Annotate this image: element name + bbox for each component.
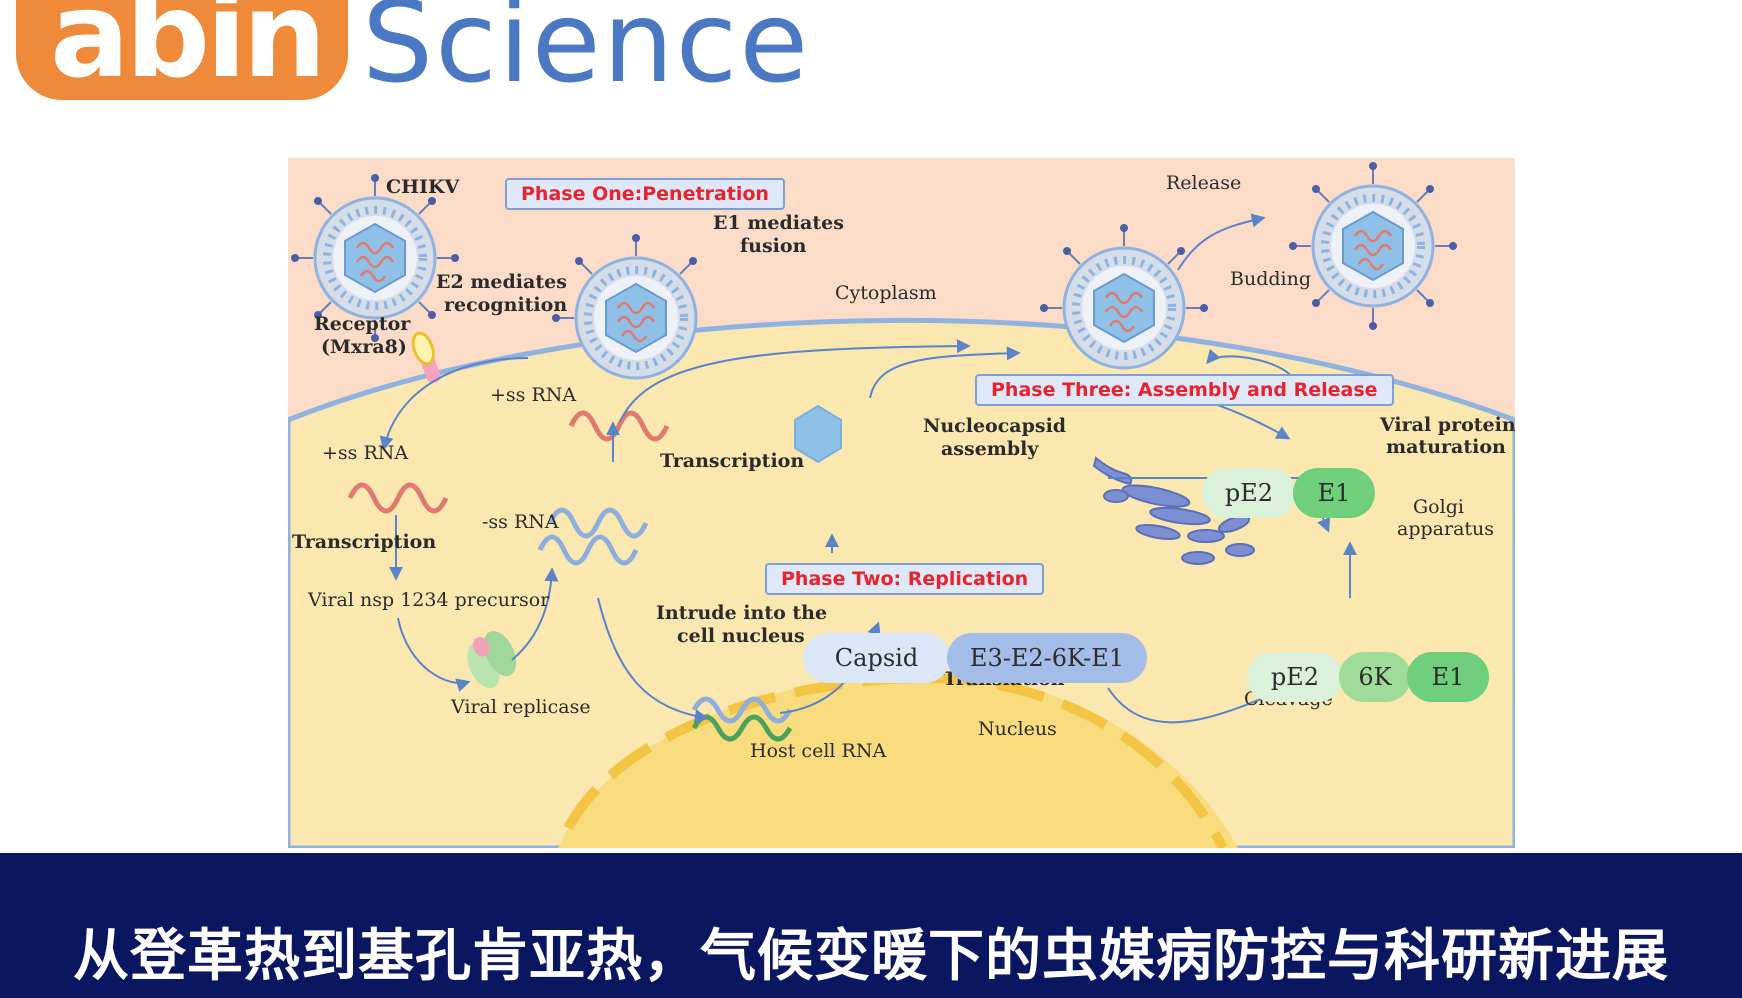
- banner-title: 从登革热到基孔肯亚热，气候变暖下的虫媒病防控与科研新进展: [73, 924, 1669, 989]
- protein-capsid-pill: Capsid: [803, 633, 950, 683]
- negative-rna-1: [547, 507, 649, 539]
- virion-budding: [1040, 224, 1208, 370]
- protein-e1-bottom-pill: E1: [1407, 652, 1489, 702]
- label-e2-line1: E2 mediates: [436, 271, 567, 293]
- title-banner: 从登革热到基孔肯亚热，气候变暖下的虫媒病防控与科研新进展: [0, 853, 1742, 998]
- label-e1-line2: fusion: [740, 235, 807, 257]
- label-intrude-line1: Intrude into the: [656, 602, 828, 624]
- logo-science-text: Science: [362, 0, 811, 108]
- nucleus-region: [558, 673, 1238, 848]
- label-host-rna: Host cell RNA: [750, 740, 887, 762]
- logo-orange-badge: abin: [16, 0, 348, 104]
- virion-released: [1289, 162, 1457, 330]
- label-chikv: CHIKV: [386, 176, 460, 198]
- positive-rna-left: [347, 482, 449, 514]
- nuclear-envelope: [563, 672, 1228, 848]
- abin-science-logo: abin Science: [0, 0, 808, 110]
- label-e1-line1: E1 mediates: [713, 212, 844, 234]
- label-ss-rna-left: +ss RNA: [322, 442, 409, 464]
- virion-chikv: [291, 174, 459, 342]
- negative-rna-2: [537, 534, 639, 566]
- phase-three-label: Phase Three: Assembly and Release: [975, 374, 1394, 406]
- label-transcription-left: Transcription: [292, 531, 437, 553]
- label-ss-rna-top: +ss RNA: [490, 384, 577, 406]
- receptor-mxra8-icon: [411, 331, 441, 384]
- label-nucleus: Nucleus: [978, 718, 1057, 740]
- label-cytoplasm: Cytoplasm: [835, 282, 937, 304]
- label-maturation-line2: maturation: [1386, 436, 1506, 458]
- protein-pe2-top-pill: pE2: [1202, 468, 1296, 518]
- protein-6k-bottom-pill: 6K: [1339, 652, 1411, 702]
- label-viral-replicase: Viral replicase: [451, 696, 591, 718]
- phase-two-label: Phase Two: Replication: [765, 563, 1045, 595]
- label-mxra8: (Mxra8): [321, 336, 407, 358]
- label-nucleocapsid-line2: assembly: [941, 438, 1039, 460]
- host-rna-green: [691, 714, 793, 742]
- label-release: Release: [1166, 172, 1242, 194]
- label-receptor: Receptor: [314, 313, 411, 335]
- label-transcription-mid: Transcription: [660, 450, 805, 472]
- virion-fusing: [552, 234, 698, 380]
- golgi-apparatus-icon: [1092, 456, 1255, 565]
- label-maturation-line1: Viral protein: [1380, 414, 1515, 436]
- phase-one-label: Phase One:Penetration: [505, 178, 785, 210]
- label-golgi-line2: apparatus: [1397, 518, 1495, 540]
- protein-pe2-bottom-pill: pE2: [1247, 652, 1343, 702]
- chikv-lifecycle-diagram: Phase One:Penetration Phase Two: Replica…: [288, 158, 1515, 848]
- label-nucleocapsid-line1: Nucleocapsid: [923, 415, 1067, 437]
- label-e2-line2: recognition: [444, 294, 568, 316]
- nucleocapsid-icon: [794, 404, 842, 464]
- protein-e1-top-pill: E1: [1293, 468, 1375, 518]
- label-budding: Budding: [1230, 268, 1312, 290]
- host-rna-blue: [691, 696, 793, 724]
- viral-replicase-icon: [467, 631, 517, 689]
- label-golgi-line1: Golgi: [1413, 496, 1464, 518]
- label-nsp-precursor: Viral nsp 1234 precursor: [308, 589, 550, 611]
- protein-e3e26ke1-pill: E3-E2-6K-E1: [947, 633, 1147, 683]
- logo-abin-text: abin: [50, 0, 327, 104]
- label-intrude-line2: cell nucleus: [677, 625, 805, 647]
- label-minus-ss-rna: -ss RNA: [482, 511, 559, 533]
